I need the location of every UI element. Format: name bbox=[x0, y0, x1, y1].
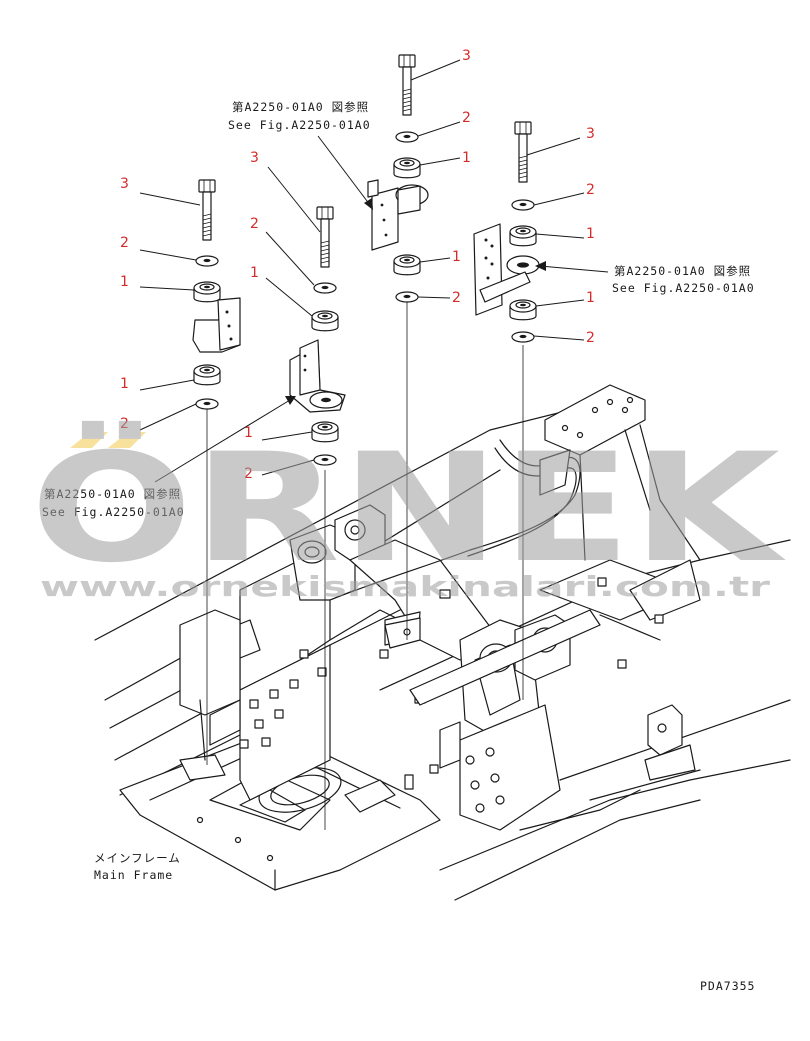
callout-cushion: 1 bbox=[462, 150, 471, 166]
mount-column-c bbox=[367, 54, 429, 640]
callout-cushion: 1 bbox=[244, 425, 253, 441]
leader-lines bbox=[139, 59, 609, 483]
callout-bolt: 3 bbox=[462, 48, 471, 64]
reference-note-jp: 第A2250-01A0 図参照 bbox=[614, 264, 751, 278]
callout-washer: 2 bbox=[120, 416, 129, 432]
reference-note-jp: 第A2250-01A0 図参照 bbox=[44, 487, 181, 501]
watermark-brand: ÖRNEK bbox=[30, 420, 786, 596]
watermark-url: www.ornekismakinalari.com.tr bbox=[40, 570, 770, 603]
callout-washer: 2 bbox=[586, 330, 595, 346]
callout-cushion: 1 bbox=[250, 265, 259, 281]
callout-numbers: 3 2 1 1 2 3 2 1 1 2 3 2 1 1 2 3 2 1 1 2 bbox=[120, 48, 595, 482]
callout-cushion: 1 bbox=[586, 226, 595, 242]
callout-washer: 2 bbox=[250, 216, 259, 232]
callout-bolt: 3 bbox=[120, 176, 129, 192]
callout-cushion: 1 bbox=[452, 249, 461, 265]
callout-cushion: 1 bbox=[120, 274, 129, 290]
reference-note-jp: 第A2250-01A0 図参照 bbox=[232, 100, 369, 114]
callout-washer: 2 bbox=[244, 466, 253, 482]
main-frame-label-en: Main Frame bbox=[94, 868, 173, 882]
callout-washer: 2 bbox=[462, 110, 471, 126]
drawing-code: PDA7355 bbox=[700, 979, 755, 993]
mount-column-a bbox=[192, 179, 241, 765]
main-frame-label-jp: メインフレーム bbox=[94, 851, 181, 865]
reference-note-en: See Fig.A2250-01A0 bbox=[42, 505, 185, 519]
mount-column-b bbox=[289, 206, 346, 830]
watermark-accent-icon bbox=[108, 432, 146, 448]
mount-column-d bbox=[473, 121, 540, 700]
main-frame-drawing bbox=[94, 384, 791, 901]
watermark-accent-icon bbox=[70, 432, 108, 448]
watermark: ÖRNEK www.ornekismakinalari.com.tr bbox=[30, 420, 786, 603]
reference-note-en: See Fig.A2250-01A0 bbox=[612, 281, 755, 295]
callout-washer: 2 bbox=[586, 182, 595, 198]
callout-cushion: 1 bbox=[120, 376, 129, 392]
callout-bolt: 3 bbox=[586, 126, 595, 142]
callout-bolt: 3 bbox=[250, 150, 259, 166]
callout-washer: 2 bbox=[452, 290, 461, 306]
callout-washer: 2 bbox=[120, 235, 129, 251]
callout-cushion: 1 bbox=[586, 290, 595, 306]
reference-notes: 第A2250-01A0 図参照 See Fig.A2250-01A0 第A225… bbox=[42, 100, 755, 993]
reference-note-en: See Fig.A2250-01A0 bbox=[228, 118, 371, 132]
